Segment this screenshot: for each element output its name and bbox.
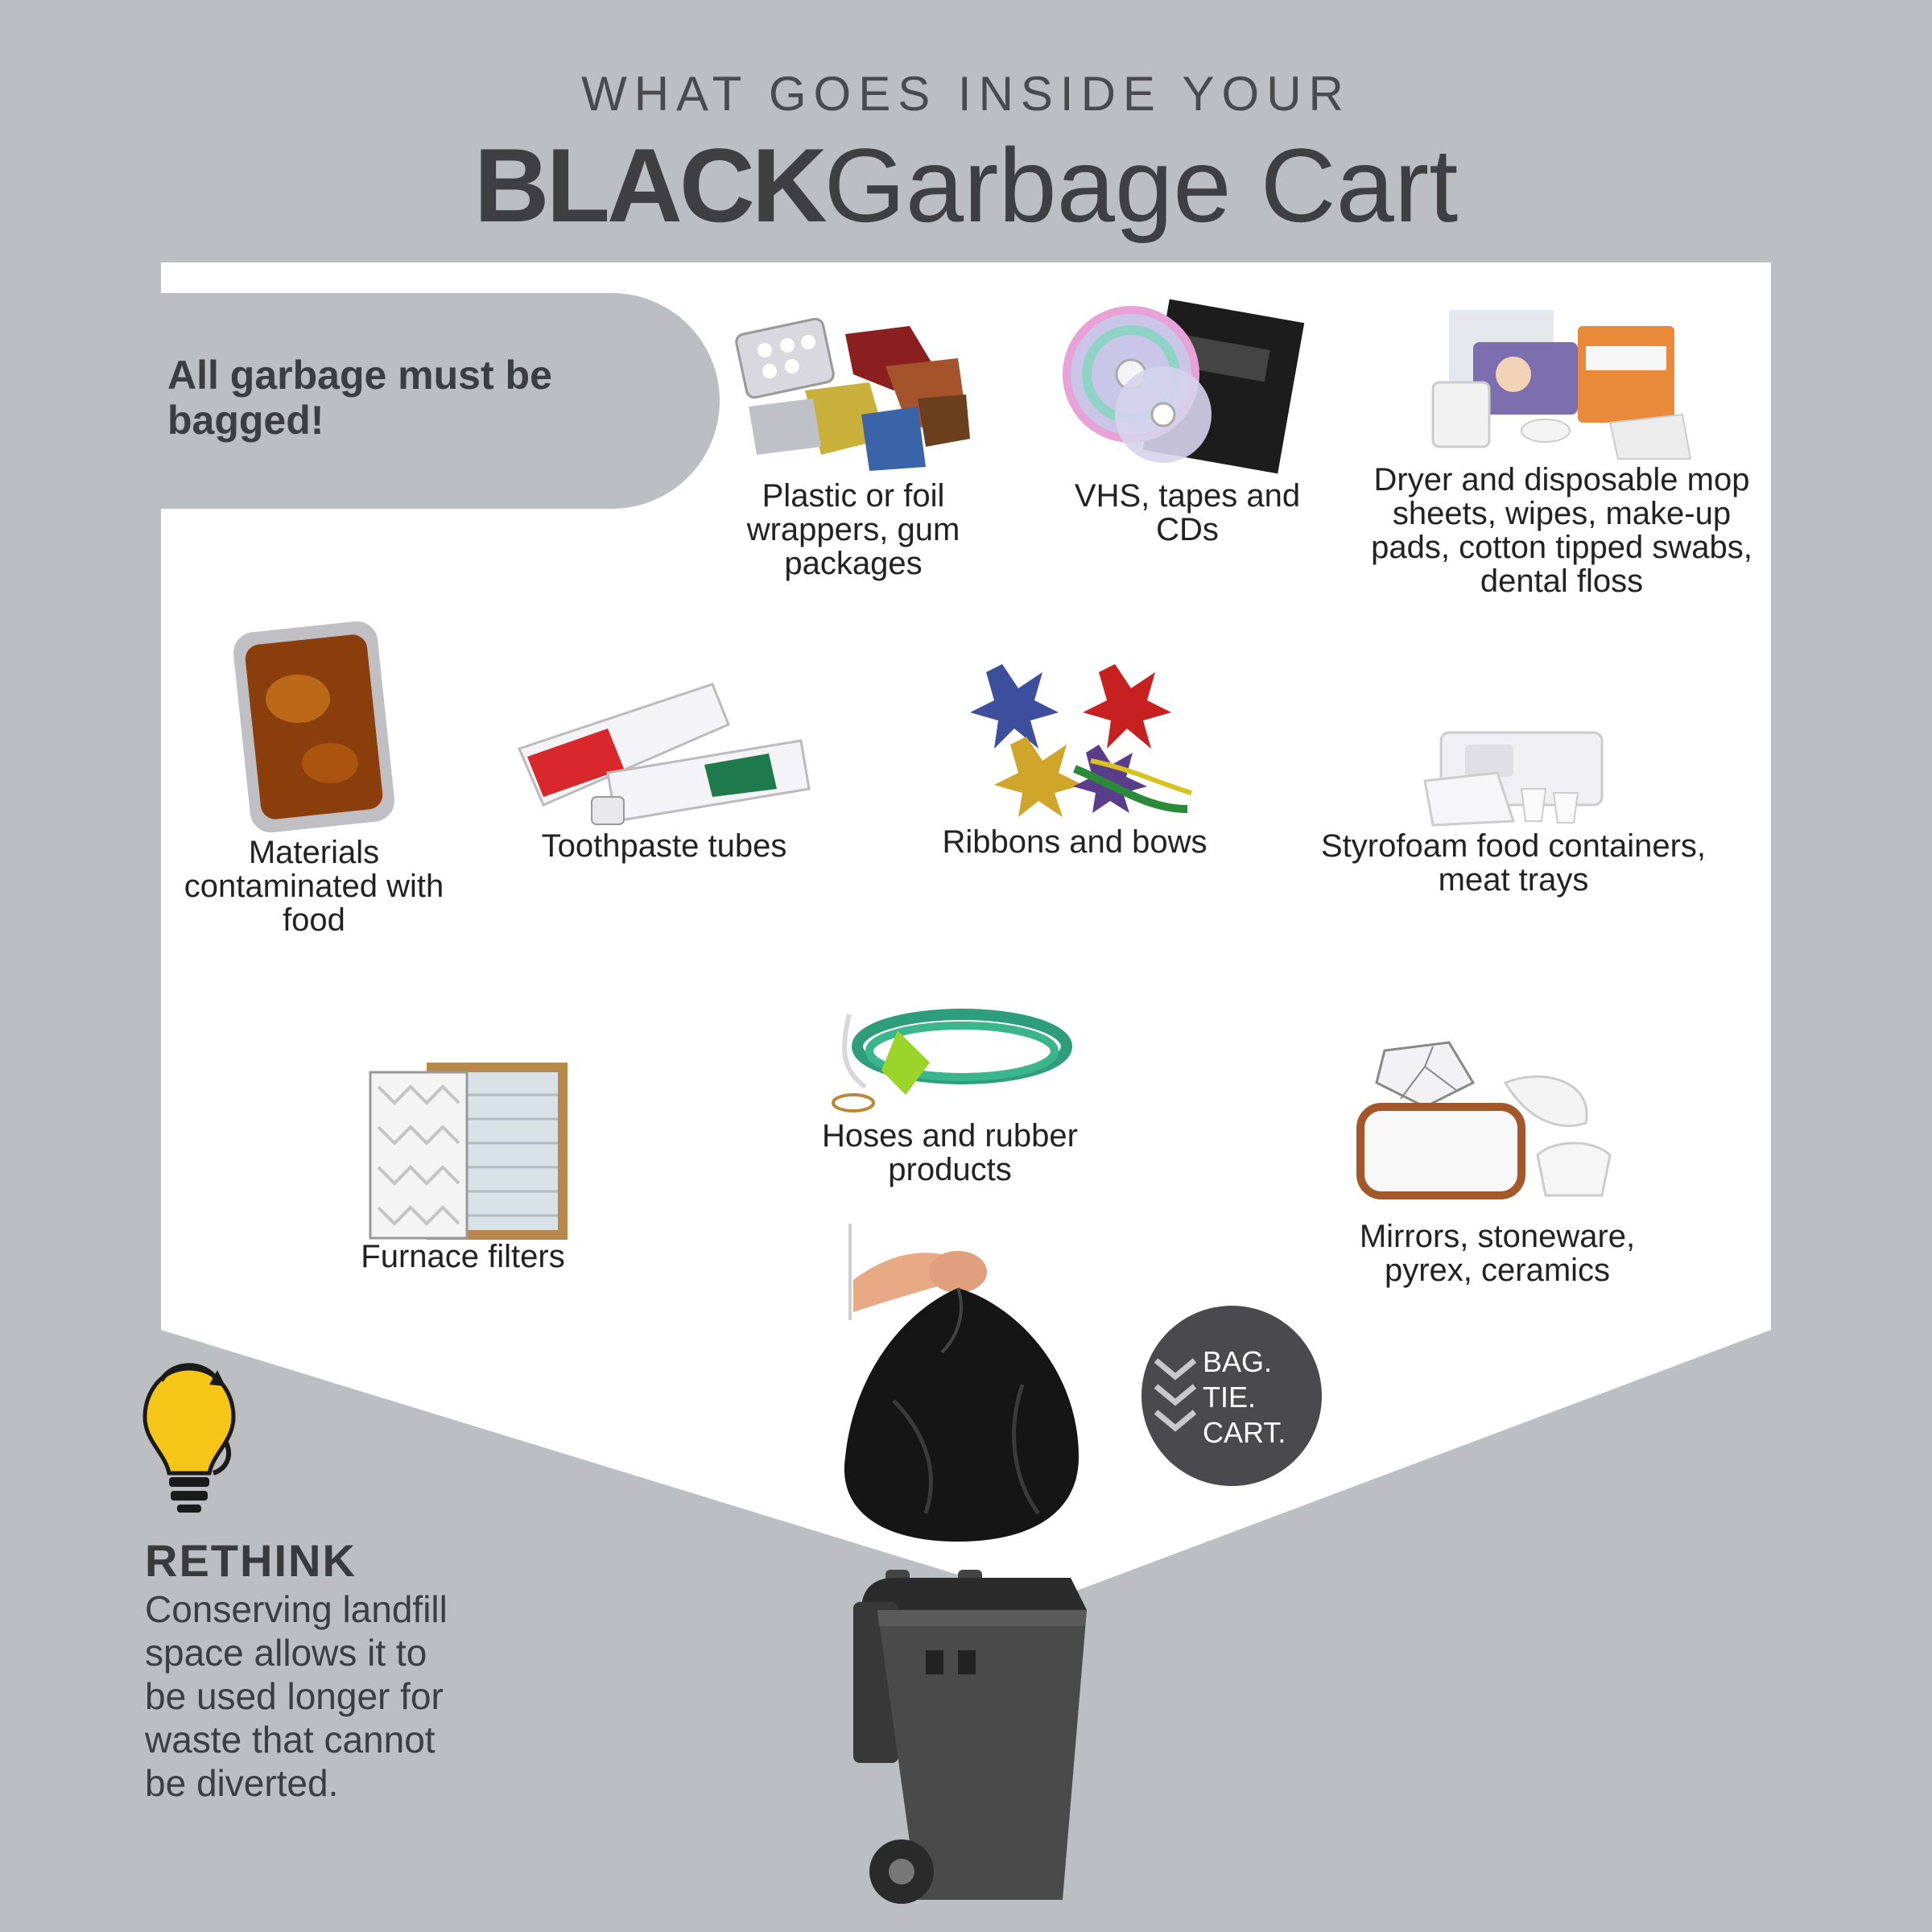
lightbulb-recycle-icon bbox=[142, 1363, 236, 1513]
wrappers-icon bbox=[735, 318, 970, 471]
bows-icon bbox=[970, 664, 1192, 817]
cd-vhs-icon bbox=[1063, 299, 1305, 474]
item-label: Mirrors, stoneware, pyrex, ceramics bbox=[1359, 1219, 1636, 1288]
hose-icon bbox=[832, 1009, 1072, 1113]
item-ceramics: Mirrors, stoneware, pyrex, ceramics bbox=[1324, 1034, 1670, 1287]
item-furnace-filters: Furnace filters bbox=[318, 1055, 608, 1274]
item-wipes: Dryer and disposable mop sheets, wipes, … bbox=[1364, 302, 1759, 598]
item-label: Hoses and rubber products bbox=[822, 1118, 1078, 1187]
item-label: Plastic or foil wrappers, gum packages bbox=[746, 478, 960, 581]
filter-icon bbox=[369, 1063, 568, 1240]
badge-line-tie: TIE. bbox=[1203, 1381, 1257, 1414]
item-hoses: Hoses and rubber products bbox=[793, 998, 1107, 1187]
notice-text: All garbage must be bagged! bbox=[167, 353, 552, 443]
ceramics-icon bbox=[1356, 1041, 1612, 1199]
item-food-materials: Materials contaminated with food bbox=[173, 618, 455, 937]
notice-pill bbox=[161, 293, 720, 509]
header-subtitle: WHAT GOES INSIDE YOUR bbox=[581, 67, 1351, 121]
item-label: Ribbons and bows bbox=[942, 824, 1208, 860]
header-title: BLACKGarbage Cart bbox=[0, 133, 1932, 237]
title-black: BLACK bbox=[473, 126, 828, 244]
item-label: Styrofoam food containers, meat trays bbox=[1320, 828, 1707, 898]
item-ribbons-bows: Ribbons and bows bbox=[902, 648, 1248, 859]
title-garbage-cart: Garbage Cart bbox=[824, 126, 1459, 244]
item-label: Materials contaminated with food bbox=[184, 835, 444, 938]
rethink-body: Conserving landfill space allows it to b… bbox=[145, 1588, 448, 1804]
item-wrappers: Plastic or foil wrappers, gum packages bbox=[708, 318, 998, 580]
badge-line-bag: BAG. bbox=[1203, 1345, 1273, 1378]
item-styrofoam: Styrofoam food containers, meat trays bbox=[1312, 724, 1715, 897]
rethink-heading: RETHINK bbox=[145, 1535, 357, 1586]
toothpaste-icon bbox=[517, 683, 811, 825]
badge-line-cart: CART. bbox=[1203, 1416, 1286, 1449]
garbage-cart-icon bbox=[853, 1570, 1087, 1904]
styrofoam-icon bbox=[1423, 731, 1604, 827]
wipes-icon bbox=[1431, 310, 1692, 460]
item-label: Furnace filters bbox=[361, 1239, 565, 1274]
item-label: VHS, tapes and CDs bbox=[1074, 478, 1301, 547]
food-tray-icon bbox=[233, 621, 394, 833]
bag-tie-cart-badge: BAG. TIE. CART. bbox=[1141, 1306, 1322, 1486]
item-label: Dryer and disposable mop sheets, wipes, … bbox=[1371, 462, 1752, 599]
item-toothpaste: Toothpaste tubes bbox=[507, 676, 821, 863]
garbage-bag-icon bbox=[844, 1224, 1079, 1542]
badge-text: BAG. TIE. CART. bbox=[1203, 1344, 1286, 1451]
chevron-down-icon bbox=[1154, 1358, 1197, 1432]
item-vhs-cds: VHS, tapes and CDs bbox=[1051, 294, 1324, 547]
item-label: Toothpaste tubes bbox=[541, 828, 787, 864]
